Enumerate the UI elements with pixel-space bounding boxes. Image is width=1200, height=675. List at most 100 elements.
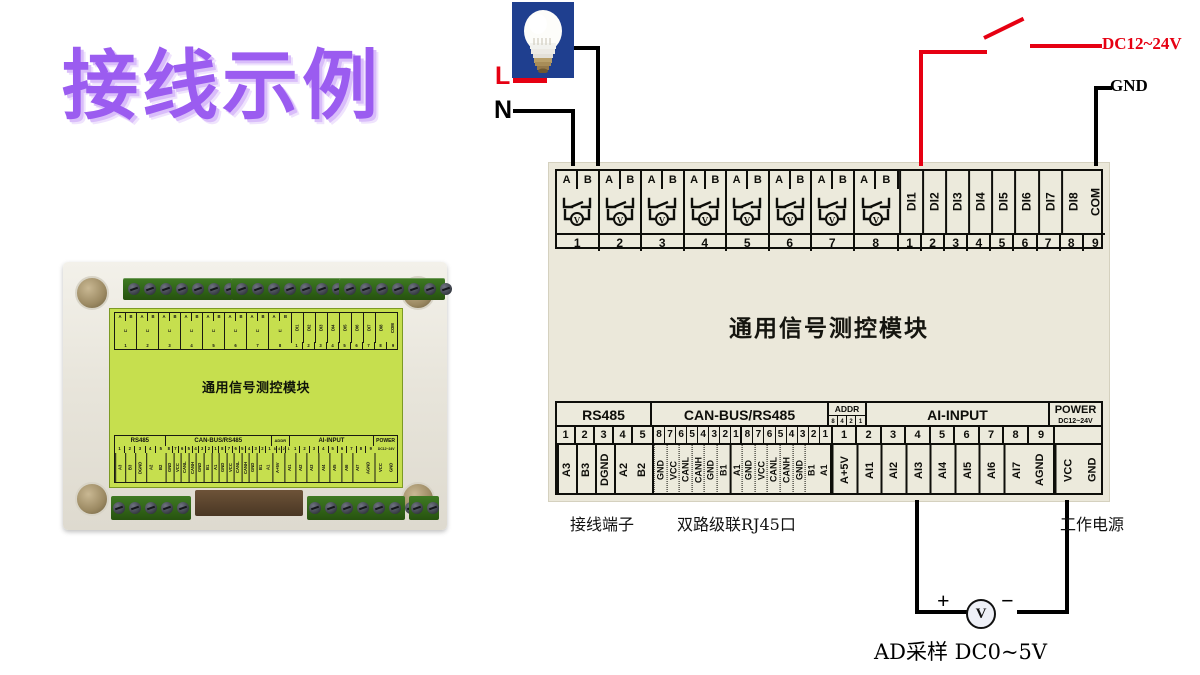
addr-dip[interactable]: 8 4 2 1: [829, 416, 865, 427]
terminal-ab[interactable]: A: [812, 171, 834, 189]
can-signal[interactable]: GND: [704, 445, 717, 495]
terminal-ab[interactable]: A: [642, 171, 664, 189]
di-number[interactable]: 3: [945, 235, 969, 251]
can-signal[interactable]: VCC: [754, 445, 768, 495]
terminal-ab[interactable]: A: [557, 171, 579, 189]
addr-bit-1[interactable]: 1: [858, 418, 863, 425]
can-signal[interactable]: CANL: [767, 445, 780, 495]
ai-signal-ai6[interactable]: AI6: [979, 445, 1004, 495]
terminal-di1[interactable]: DI1: [899, 171, 923, 233]
terminal-di2[interactable]: DI2: [922, 171, 946, 233]
power-signal-gnd[interactable]: GND: [1086, 457, 1099, 483]
ai-num[interactable]: 9: [1037, 428, 1045, 441]
can-num[interactable]: 8: [654, 427, 666, 443]
can-signal[interactable]: A1: [818, 464, 829, 476]
di-number[interactable]: 9: [1091, 236, 1099, 250]
di-number[interactable]: 2: [922, 235, 946, 251]
terminal-ab[interactable]: B: [791, 171, 812, 189]
terminal-ab[interactable]: A: [770, 171, 791, 189]
can-signal[interactable]: GND: [654, 445, 667, 495]
relay-number[interactable]: 3: [642, 235, 685, 251]
can-num[interactable]: 3: [709, 427, 721, 443]
addr-bit-2[interactable]: 2: [847, 416, 857, 427]
can-num[interactable]: 1: [731, 427, 743, 443]
ai-signal-a5v[interactable]: A+5V: [832, 445, 857, 495]
terminal-ab[interactable]: B: [706, 171, 727, 189]
can-num[interactable]: 2: [809, 427, 820, 443]
relay-number[interactable]: 4: [685, 235, 727, 251]
can-num[interactable]: 4: [698, 427, 710, 443]
rs485-num[interactable]: 4: [614, 427, 633, 443]
ai-num[interactable]: 4: [906, 427, 931, 443]
di-number[interactable]: 6: [1014, 235, 1038, 251]
ai-signal-ai3[interactable]: AI3: [905, 445, 931, 495]
ai-signal-agnd[interactable]: AGND: [1034, 453, 1047, 487]
terminal-ab[interactable]: A: [600, 171, 621, 189]
can-num[interactable]: 3: [798, 427, 809, 443]
can-signal[interactable]: B1: [716, 445, 730, 495]
rs485-num[interactable]: 2: [576, 427, 595, 443]
relay-number[interactable]: 2: [600, 235, 642, 251]
can-signal[interactable]: VCC: [666, 445, 680, 495]
terminal-di5[interactable]: DI5: [991, 171, 1015, 233]
ai-num[interactable]: 3: [882, 427, 907, 443]
di-number[interactable]: 1: [899, 235, 923, 251]
can-num[interactable]: 1: [822, 429, 828, 440]
terminal-ab[interactable]: B: [833, 171, 855, 189]
can-num[interactable]: 7: [665, 427, 677, 443]
can-signal[interactable]: A1: [729, 445, 743, 495]
terminal-ab[interactable]: B: [663, 171, 685, 189]
terminal-ab[interactable]: B: [621, 171, 642, 189]
can-num[interactable]: 2: [720, 427, 732, 443]
rs485-signal[interactable]: A2: [614, 445, 633, 495]
can-num[interactable]: 6: [764, 427, 776, 443]
terminal-di8[interactable]: DI8: [1060, 171, 1084, 233]
ai-num[interactable]: 1: [833, 427, 858, 443]
can-num[interactable]: 6: [676, 427, 688, 443]
ai-signal-ai5[interactable]: AI5: [954, 445, 980, 495]
rs485-num[interactable]: 5: [639, 428, 646, 441]
ai-signal-ai4[interactable]: AI4: [930, 445, 955, 495]
di-number[interactable]: 4: [968, 235, 992, 251]
terminal-di7[interactable]: DI7: [1037, 171, 1061, 233]
can-num[interactable]: 5: [776, 427, 787, 443]
rs485-signal[interactable]: A3: [557, 445, 576, 495]
can-signal[interactable]: CANL: [679, 445, 692, 495]
terminal-ab[interactable]: B: [882, 173, 891, 186]
rs485-num[interactable]: 1: [557, 427, 576, 443]
can-signal[interactable]: GND: [742, 445, 755, 495]
rs485-signal[interactable]: B2: [636, 462, 648, 478]
ai-signal-ai2[interactable]: AI2: [881, 445, 906, 495]
ai-num[interactable]: 6: [955, 427, 980, 443]
rs485-signal[interactable]: B3: [576, 445, 595, 495]
ai-num[interactable]: 7: [980, 427, 1005, 443]
relay-number[interactable]: 8: [872, 236, 880, 250]
terminal-di6[interactable]: DI6: [1014, 171, 1038, 233]
terminal-di3[interactable]: DI3: [945, 171, 969, 233]
can-signal[interactable]: GND: [792, 445, 806, 495]
ai-num[interactable]: 8: [1004, 427, 1029, 443]
terminal-di4[interactable]: DI4: [968, 171, 992, 233]
can-num[interactable]: 8: [742, 427, 754, 443]
terminal-ab[interactable]: A: [855, 171, 876, 189]
can-signal[interactable]: B1: [805, 445, 818, 495]
di-number[interactable]: 7: [1038, 235, 1061, 251]
can-num[interactable]: 4: [787, 427, 798, 443]
ai-num[interactable]: 5: [931, 427, 956, 443]
ai-num[interactable]: 2: [857, 427, 882, 443]
terminal-com[interactable]: COM: [1088, 188, 1103, 216]
relay-number[interactable]: 5: [727, 235, 770, 251]
di-number[interactable]: 8: [1061, 235, 1084, 251]
relay-number[interactable]: 7: [812, 235, 855, 251]
rs485-num[interactable]: 3: [595, 427, 614, 443]
can-signal[interactable]: CANH: [691, 445, 705, 495]
di-number[interactable]: 5: [991, 235, 1015, 251]
terminal-ab[interactable]: A: [727, 171, 749, 189]
power-signal-vcc[interactable]: VCC: [1054, 445, 1081, 495]
can-signal[interactable]: CANH: [779, 445, 793, 495]
relay-number[interactable]: 1: [557, 235, 600, 251]
rs485-signal[interactable]: DGND: [595, 445, 614, 495]
ai-signal-ai1[interactable]: AI1: [856, 445, 882, 495]
addr-bit-8[interactable]: 8: [829, 416, 839, 427]
terminal-ab[interactable]: B: [748, 171, 770, 189]
